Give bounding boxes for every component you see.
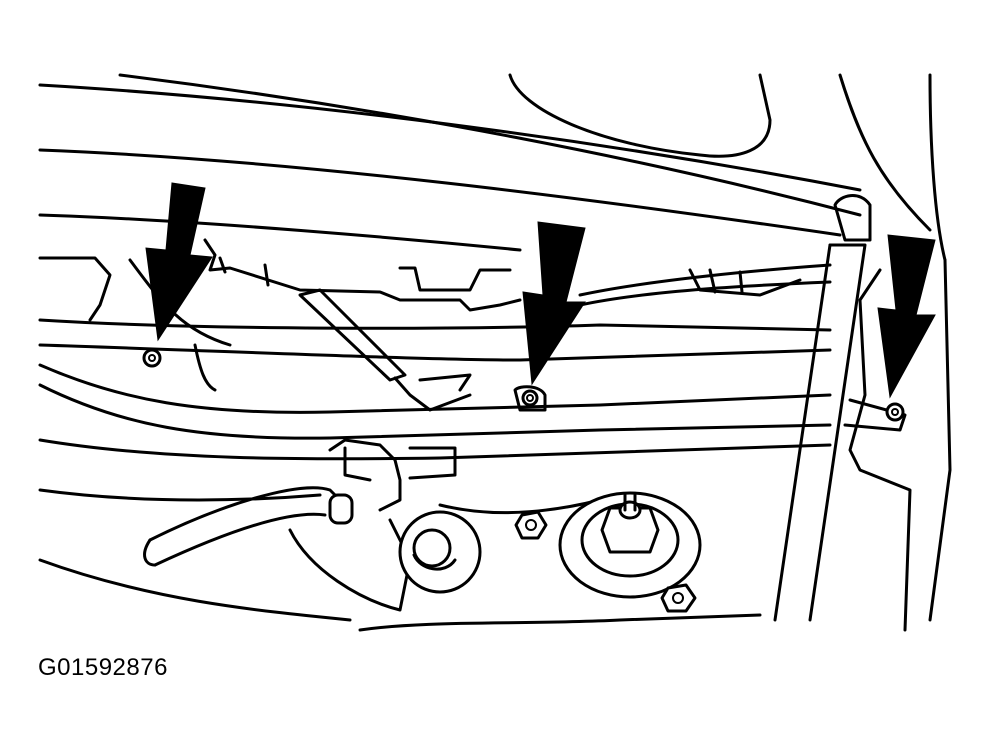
lower-components <box>38 438 762 632</box>
right-fender-outline <box>848 258 952 632</box>
down-arrow-icon <box>522 221 586 386</box>
hex-nut <box>514 510 548 540</box>
cowl-bracket <box>128 238 802 392</box>
down-arrow-icon <box>877 234 936 399</box>
strut-mount <box>558 491 702 599</box>
body-panel-lines <box>38 73 947 362</box>
figure-id-label: G01592876 <box>38 654 168 681</box>
bolt <box>142 348 162 368</box>
bolt <box>513 385 547 412</box>
down-arrow-icon <box>145 182 213 342</box>
wiper-link-rod <box>38 288 832 502</box>
hex-nut <box>660 583 697 613</box>
hood-support-strut <box>773 194 907 622</box>
bolt <box>885 402 905 422</box>
round-grommet <box>398 510 482 594</box>
